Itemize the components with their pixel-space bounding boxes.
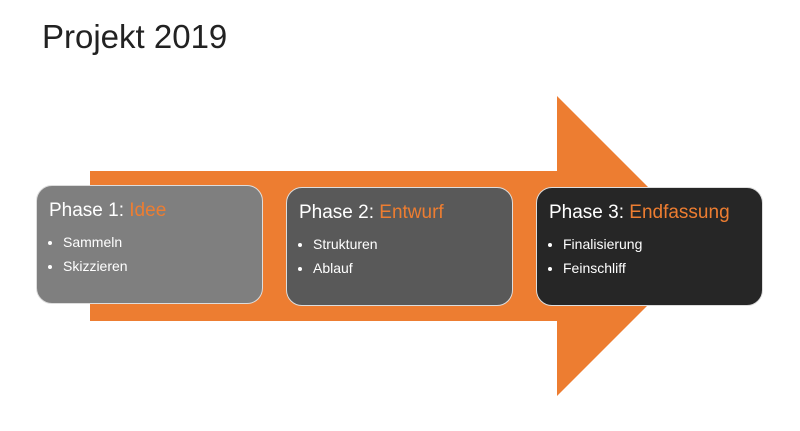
- phase-name: Entwurf: [379, 202, 444, 223]
- slide-title: Projekt 2019: [42, 18, 228, 55]
- phase-label: Phase 1:: [49, 200, 130, 221]
- phase-label: Phase 3:: [549, 202, 630, 223]
- list-item: Skizzieren: [63, 254, 262, 278]
- phase-name: Idee: [129, 200, 167, 221]
- phase-heading: Phase 2: Entwurf: [299, 202, 512, 224]
- phase-3-card: Phase 3: Endfassung Finalisierung Feinsc…: [536, 187, 763, 306]
- phase-heading: Phase 3: Endfassung: [549, 202, 762, 224]
- list-item: Strukturen: [313, 232, 512, 256]
- list-item: Finalisierung: [563, 232, 762, 256]
- phase-name: Endfassung: [629, 202, 730, 223]
- phase-heading: Phase 1: Idee: [49, 200, 262, 222]
- list-item: Ablauf: [313, 256, 512, 280]
- phase-label: Phase 2:: [299, 202, 380, 223]
- phase-2-card: Phase 2: Entwurf Strukturen Ablauf: [286, 187, 513, 306]
- phase-items: Finalisierung Feinschliff: [549, 232, 762, 280]
- list-item: Sammeln: [63, 230, 262, 254]
- list-item: Feinschliff: [563, 256, 762, 280]
- phase-1-card: Phase 1: Idee Sammeln Skizzieren: [36, 185, 263, 304]
- phase-items: Sammeln Skizzieren: [49, 230, 262, 278]
- phase-items: Strukturen Ablauf: [299, 232, 512, 280]
